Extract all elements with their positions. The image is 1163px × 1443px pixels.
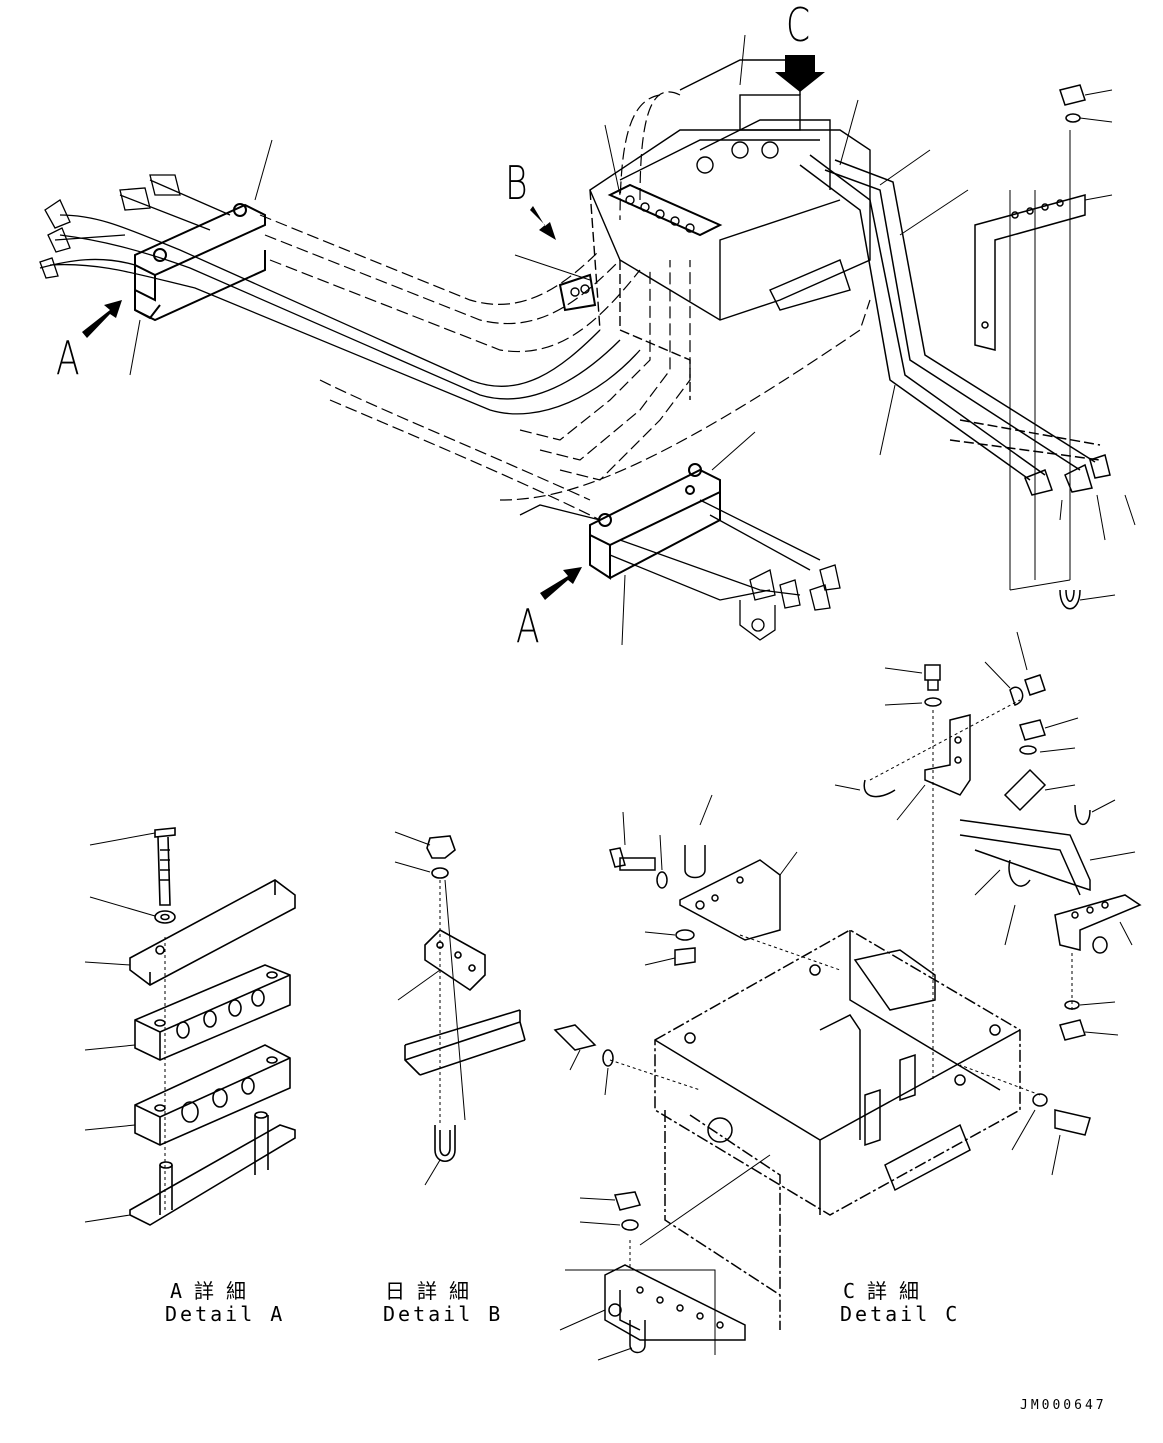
- bracket-c-top: [974, 84, 1086, 610]
- pipe-c: [799, 154, 1111, 496]
- caption-detail-a-jp: A詳細: [170, 1279, 259, 1303]
- clamp-b: [558, 183, 723, 312]
- view-label-a-bottom: A: [516, 599, 540, 653]
- hose-bundle-hidden: [259, 91, 871, 521]
- detail-b-drawing: [394, 831, 526, 1186]
- view-label-b: B: [505, 156, 528, 210]
- direction-arrows: [82, 55, 825, 600]
- control-valve-block: [589, 59, 871, 400]
- caption-detail-c-jp: C詳細: [843, 1279, 932, 1303]
- detail-c-drawing: [553, 631, 1142, 1361]
- view-label-a-top: A: [56, 331, 80, 385]
- clamp-a-bottom: [589, 463, 721, 580]
- caption-detail-a-en: Detail A: [165, 1302, 286, 1326]
- hose-bundle-left: [39, 174, 641, 415]
- view-label-c: C: [786, 0, 811, 52]
- caption-detail-c-en: Detail C: [840, 1302, 961, 1326]
- leader-lines-main: [129, 34, 1136, 646]
- drawing-code: JM000647: [1020, 1398, 1107, 1413]
- main-assembly: [39, 34, 1136, 646]
- detail-a-drawing: [84, 827, 296, 1226]
- clamp-a-left: [134, 203, 266, 322]
- hose-bundle-lower: [519, 499, 841, 641]
- caption-detail-b-en: Detail B: [383, 1302, 504, 1326]
- caption-detail-b-jp: 日詳細: [385, 1279, 481, 1303]
